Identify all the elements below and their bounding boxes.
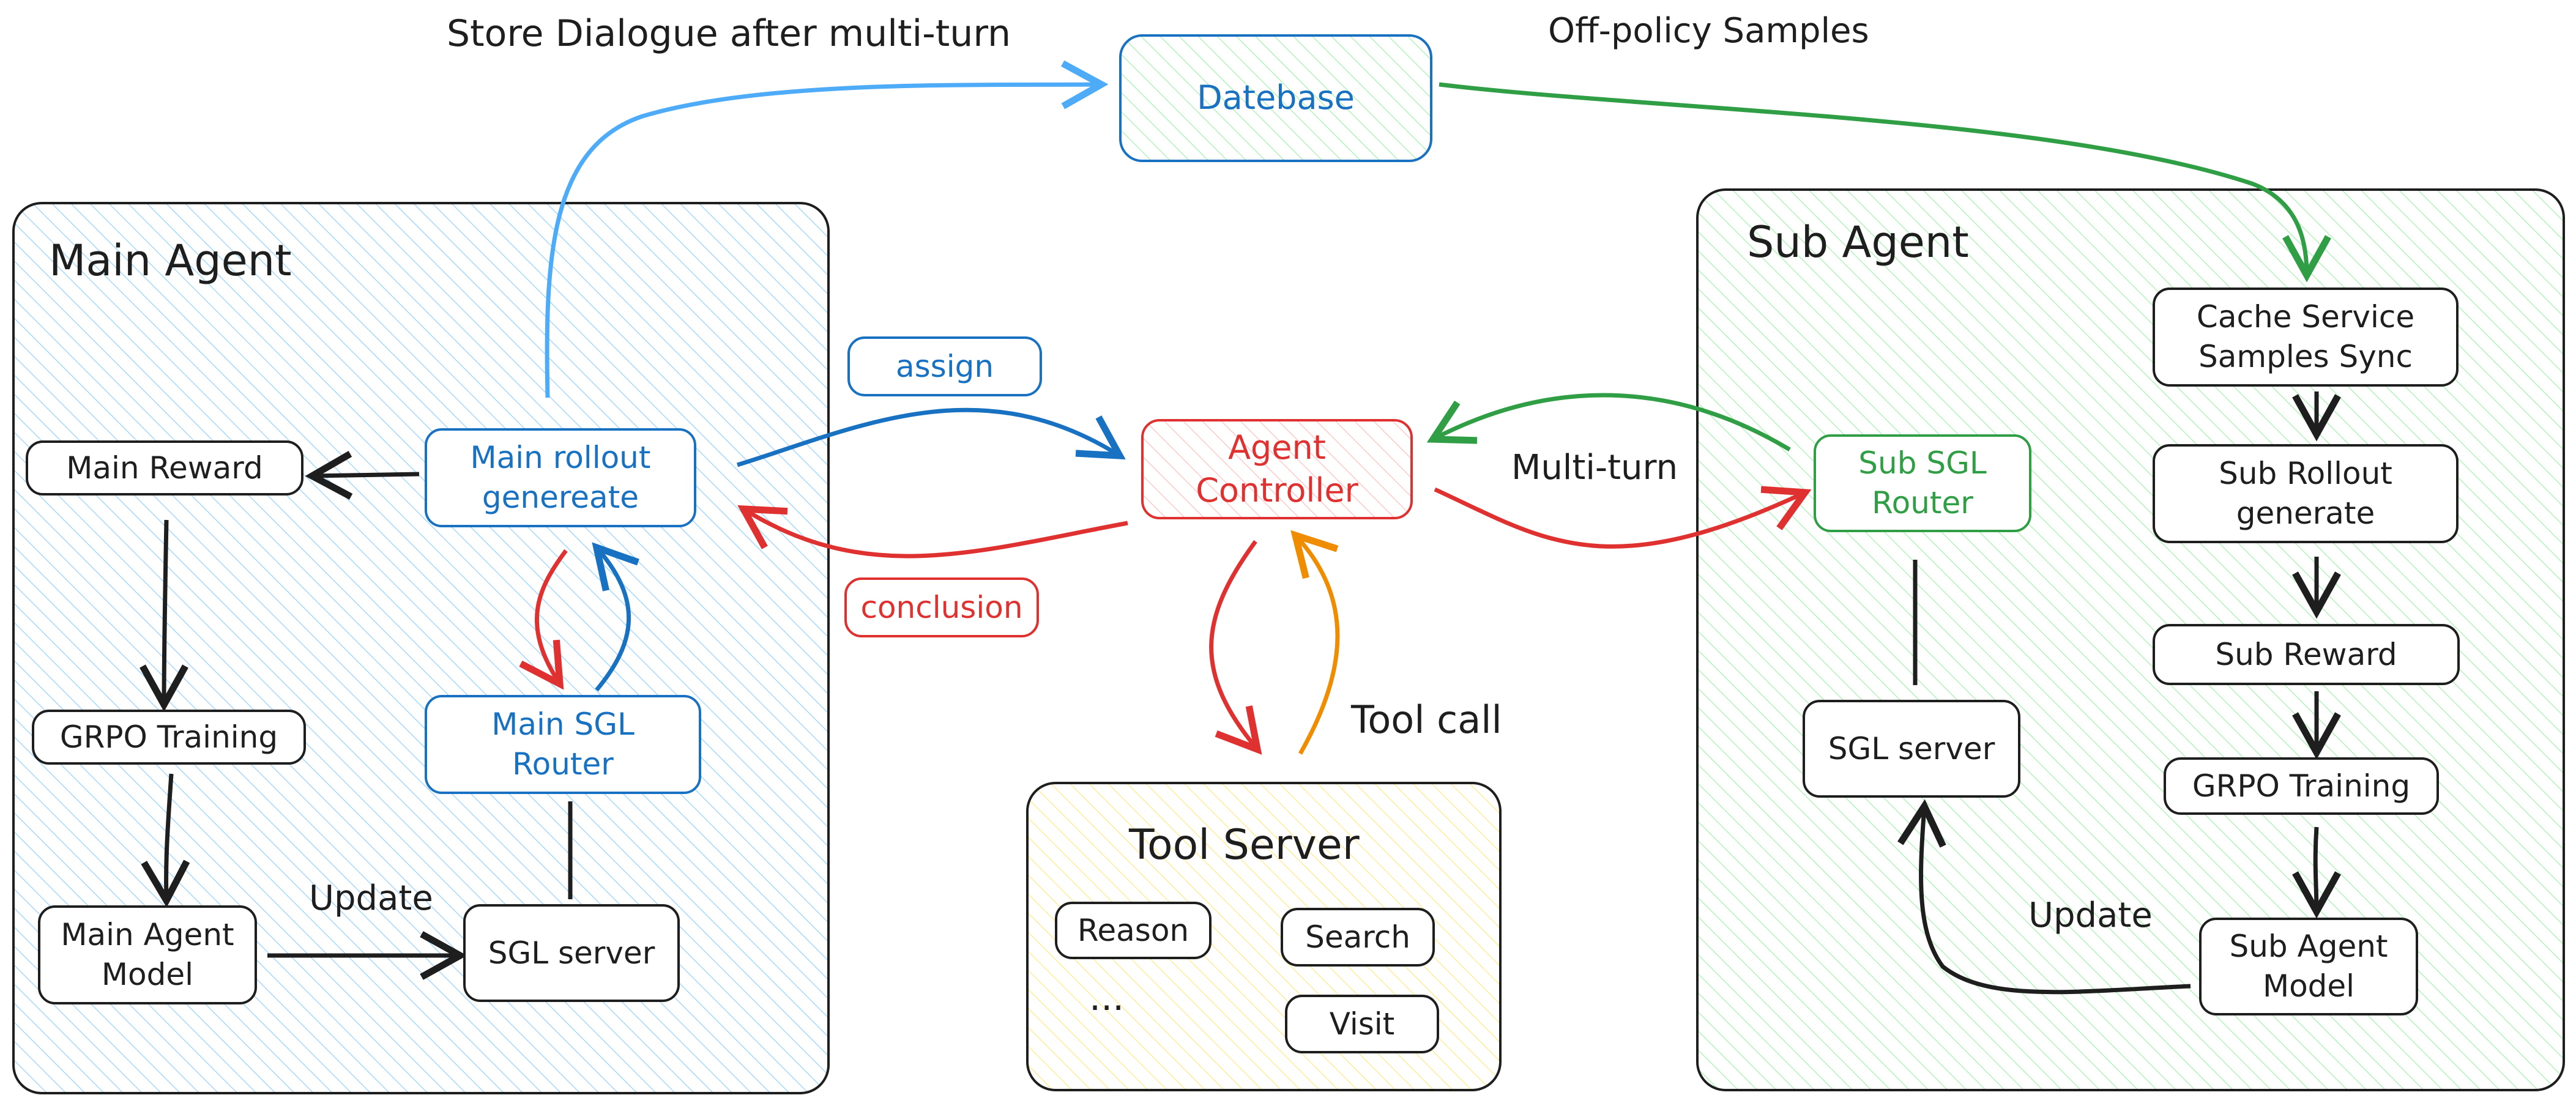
assign-arrow	[736, 407, 1126, 467]
assign-label-box: assign	[847, 336, 1042, 396]
sub-agent-group-bg	[1696, 188, 2565, 1091]
agent-controller-bg	[1141, 419, 1413, 519]
database-node: Datebase	[1197, 78, 1355, 117]
conclusion-arrow	[737, 505, 1128, 559]
grpo-to-model-arrow	[141, 773, 190, 908]
sub-agent-title: Sub Agent	[1747, 217, 1969, 267]
main-sgl-router-node: Main SGL Router	[425, 695, 701, 794]
main-agent-model-node: Main Agent Model	[38, 905, 257, 1004]
tool-to-controller-arrow	[1290, 530, 1340, 755]
store-dialogue-arrow	[545, 60, 1109, 398]
sub-reward-node: Sub Reward	[2153, 624, 2460, 685]
controller-to-subrouter-arrow	[1434, 486, 1812, 549]
sub-grpo-training-node: GRPO Training	[2164, 757, 2439, 815]
tool-server-title: Tool Server	[1129, 821, 1360, 869]
main-grpo-training-node: GRPO Training	[32, 710, 306, 765]
rollout-to-reward-arrow	[305, 451, 420, 500]
rollout-to-router-arrow	[519, 549, 568, 690]
agent-controller-node: Agent Controller	[1196, 428, 1358, 510]
sub-agent-model-node: Sub Agent Model	[2199, 918, 2418, 1015]
sub-sgl-router-node: Sub SGL Router	[1814, 434, 2031, 532]
off-policy-arrow	[1439, 82, 2331, 283]
main-sgl-server-node: SGL server	[463, 904, 680, 1002]
tool-reason-node: Reason	[1055, 902, 1212, 959]
sub-sgl-server-node: SGL server	[1803, 700, 2020, 798]
tool-ellipsis-label: ...	[1089, 976, 1125, 1019]
off-policy-label: Off-policy Samples	[1548, 11, 1869, 51]
database-bg	[1119, 34, 1432, 162]
sub-update-label: Update	[2028, 896, 2153, 935]
cache-service-node: Cache Service Samples Sync	[2153, 288, 2459, 387]
conclusion-label-box: conclusion	[844, 577, 1039, 637]
tool-call-label: Tool call	[1351, 697, 1502, 742]
main-update-label: Update	[309, 878, 433, 918]
submodel-to-sglserver-arrow	[1897, 799, 2191, 995]
store-dialogue-label: Store Dialogue after multi-turn	[447, 12, 1011, 55]
multi-turn-label: Multi-turn	[1511, 448, 1678, 488]
router-to-rollout-arrow	[592, 542, 639, 692]
tool-visit-node: Visit	[1285, 995, 1439, 1053]
main-agent-title: Main Agent	[49, 236, 292, 286]
controller-to-tool-arrow	[1209, 540, 1262, 755]
main-rollout-node: Main rollout genereate	[425, 428, 696, 527]
main-agent-group-bg	[12, 202, 830, 1094]
sub-rollout-node: Sub Rollout generate	[2153, 444, 2459, 543]
reward-to-grpo-arrow	[140, 519, 188, 712]
main-reward-node: Main Reward	[26, 440, 303, 495]
tool-search-node: Search	[1281, 908, 1435, 967]
subgrpo-to-model-arrow	[2292, 826, 2341, 919]
subrouter-to-controller-arrow	[1426, 393, 1791, 452]
